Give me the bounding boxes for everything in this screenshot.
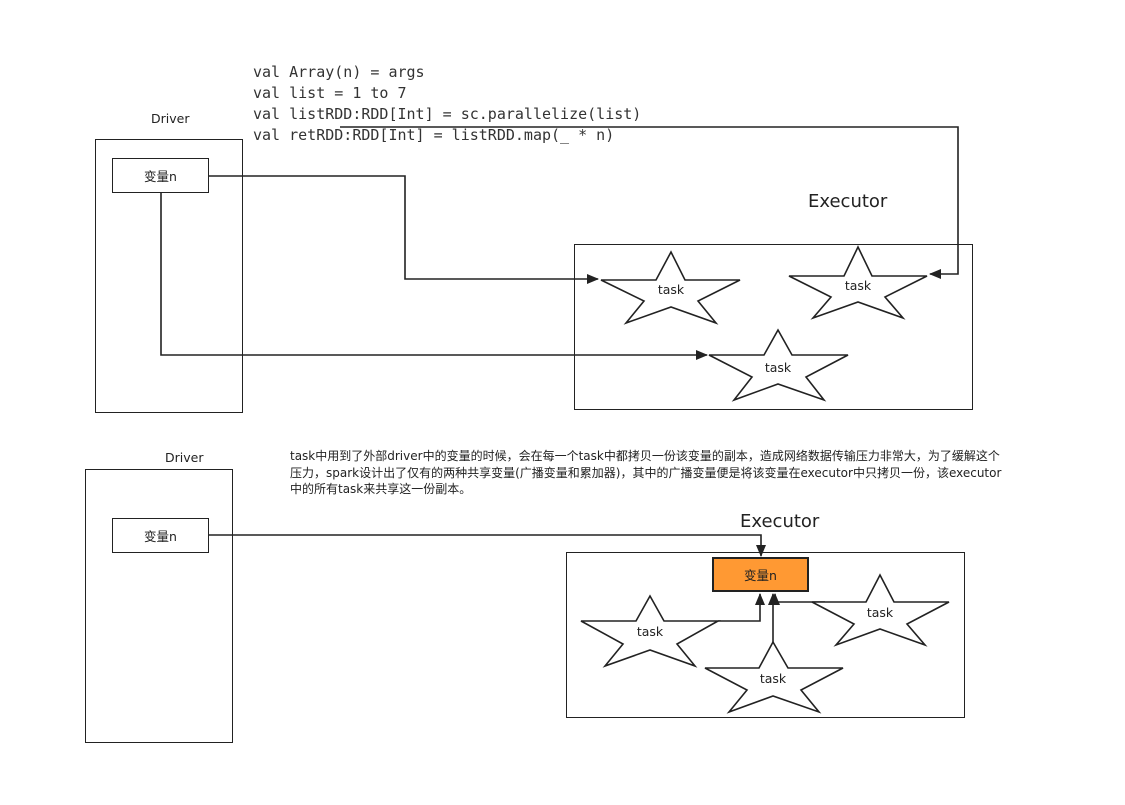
bottom-executor-label: Executor: [740, 511, 820, 532]
bottom-task-star-3: task: [704, 640, 844, 714]
top-executor-box: [574, 244, 973, 410]
task-label: task: [845, 278, 872, 293]
bottom-driver-variable-box: 变量n: [112, 518, 209, 553]
description-line: 压力，spark设计出了仅有的两种共享变量(广播变量和累加器)，其中的广播变量便…: [290, 465, 1002, 480]
top-task-star-1: task: [600, 250, 741, 325]
bottom-driver-variable-label: 变量n: [144, 529, 177, 544]
code-line: val retRDD:RDD[Int] = listRDD.map(_ * n): [253, 126, 615, 144]
top-driver-box: [95, 139, 243, 413]
bottom-arrow-right-task: [770, 593, 825, 605]
top-task-star-3: task: [708, 328, 849, 402]
task-label: task: [760, 671, 787, 686]
bottom-driver-label: Driver: [165, 450, 204, 465]
top-task-star-2: task: [788, 245, 928, 320]
code-line: val list = 1 to 7: [253, 84, 407, 102]
bottom-arrow-left-task: [718, 593, 765, 622]
top-driver-variable-label: 变量n: [144, 169, 177, 184]
top-driver-variable-box: 变量n: [112, 158, 209, 193]
task-label: task: [658, 282, 685, 297]
description-line: task中用到了外部driver中的变量的时候，会在每一个task中都拷贝一份该…: [290, 449, 1000, 463]
task-label: task: [637, 624, 664, 639]
task-label: task: [867, 605, 894, 620]
bottom-arrow-to-executor-variable: [208, 534, 766, 557]
description-text: task中用到了外部driver中的变量的时候，会在每一个task中都拷贝一份该…: [290, 448, 1070, 498]
description-line: 中的所有task来共享这一份副本。: [290, 482, 472, 496]
code-line: val listRDD:RDD[Int] = sc.parallelize(li…: [253, 105, 642, 123]
top-arrow-to-task-3: [340, 126, 959, 279]
code-snippet: val Array(n) = args val list = 1 to 7 va…: [253, 62, 641, 146]
executor-variable-box: 变量n: [712, 557, 809, 592]
top-driver-label: Driver: [151, 111, 190, 126]
top-arrow-to-task-2: [160, 191, 708, 360]
bottom-task-star-2: task: [811, 573, 950, 647]
task-label: task: [765, 360, 792, 375]
bottom-driver-box: [85, 469, 233, 743]
bottom-task-star-1: task: [580, 594, 722, 668]
top-arrow-to-task-1: [208, 175, 599, 284]
executor-variable-label: 变量n: [744, 568, 777, 583]
top-executor-label: Executor: [808, 191, 888, 212]
code-line: val Array(n) = args: [253, 63, 425, 81]
